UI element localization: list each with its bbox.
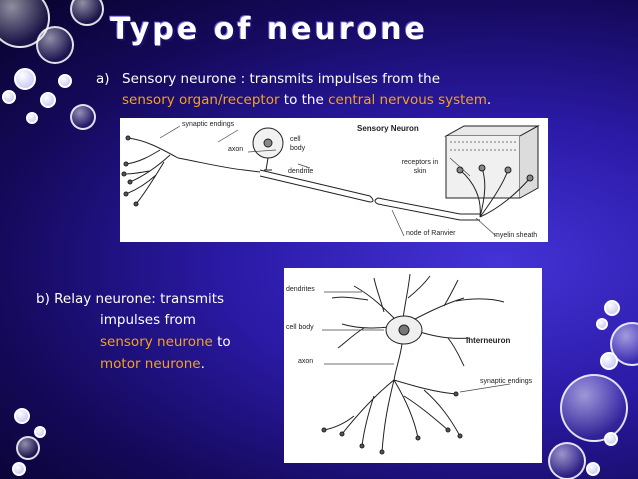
figure1-heading: Sensory Neuron	[357, 124, 419, 133]
label-dendrites: dendrites	[286, 286, 315, 293]
point-a-marker: a)	[96, 71, 110, 87]
decor-bubble	[70, 104, 96, 130]
decor-bubble	[596, 318, 608, 330]
interneuron-diagram: dendrites cell body axon Interneuron syn…	[284, 268, 542, 463]
highlight-sensory-neurone: sensory neurone	[100, 334, 213, 350]
figure2-heading: Interneuron	[466, 336, 511, 345]
point-b-line4: motor neurone.	[100, 356, 205, 372]
highlight-motor-neurone: motor neurone	[100, 356, 201, 372]
decor-bubble	[58, 74, 72, 88]
label-cell-body-2: cell body	[286, 324, 314, 331]
decor-bubble	[586, 462, 600, 476]
decor-bubble	[34, 426, 46, 438]
point-b-line2: impulses from	[100, 312, 196, 328]
decor-bubble	[26, 112, 38, 124]
label-synaptic-endings: synaptic endings	[182, 121, 235, 128]
decor-bubble	[36, 26, 74, 64]
decor-bubble	[2, 90, 16, 104]
decor-bubble	[40, 92, 56, 108]
label-synaptic-endings-2: synaptic endings	[480, 378, 533, 385]
highlight-sensory-organ: sensory organ/receptor	[122, 92, 280, 108]
highlight-cns: central nervous system	[328, 92, 487, 108]
decor-bubble	[604, 432, 618, 446]
decor-bubble	[16, 436, 40, 460]
decor-bubble	[604, 300, 620, 316]
decor-bubble	[548, 442, 586, 479]
point-a-line2: sensory organ/receptor to the central ne…	[122, 92, 492, 108]
label-node-of-ranvier: node of Ranvier	[406, 230, 456, 237]
decor-bubble	[14, 68, 36, 90]
decor-bubble	[70, 0, 104, 26]
point-b-line1: b) Relay neurone: transmits	[36, 291, 225, 307]
decor-bubble	[600, 352, 618, 370]
label-myelin-sheath: myelin sheath	[494, 232, 538, 239]
sensory-neuron-diagram: synaptic endings axon cell body Sensory …	[120, 118, 548, 242]
decor-bubble	[0, 0, 50, 48]
label-axon-2: axon	[298, 358, 314, 365]
label-axon: axon	[228, 146, 244, 153]
decor-bubble	[560, 374, 628, 442]
label-receptors: receptors in skin	[401, 159, 439, 175]
label-cell-body: cell body	[290, 136, 306, 152]
decor-bubble	[14, 408, 30, 424]
point-a-line1: Sensory neurone : transmits impulses fro…	[122, 71, 441, 87]
decor-bubble	[12, 462, 26, 476]
label-dendrite: dendrite	[288, 168, 314, 175]
point-b-line3: sensory neurone to	[100, 334, 231, 350]
slide-title: Type of neurone	[110, 12, 429, 47]
